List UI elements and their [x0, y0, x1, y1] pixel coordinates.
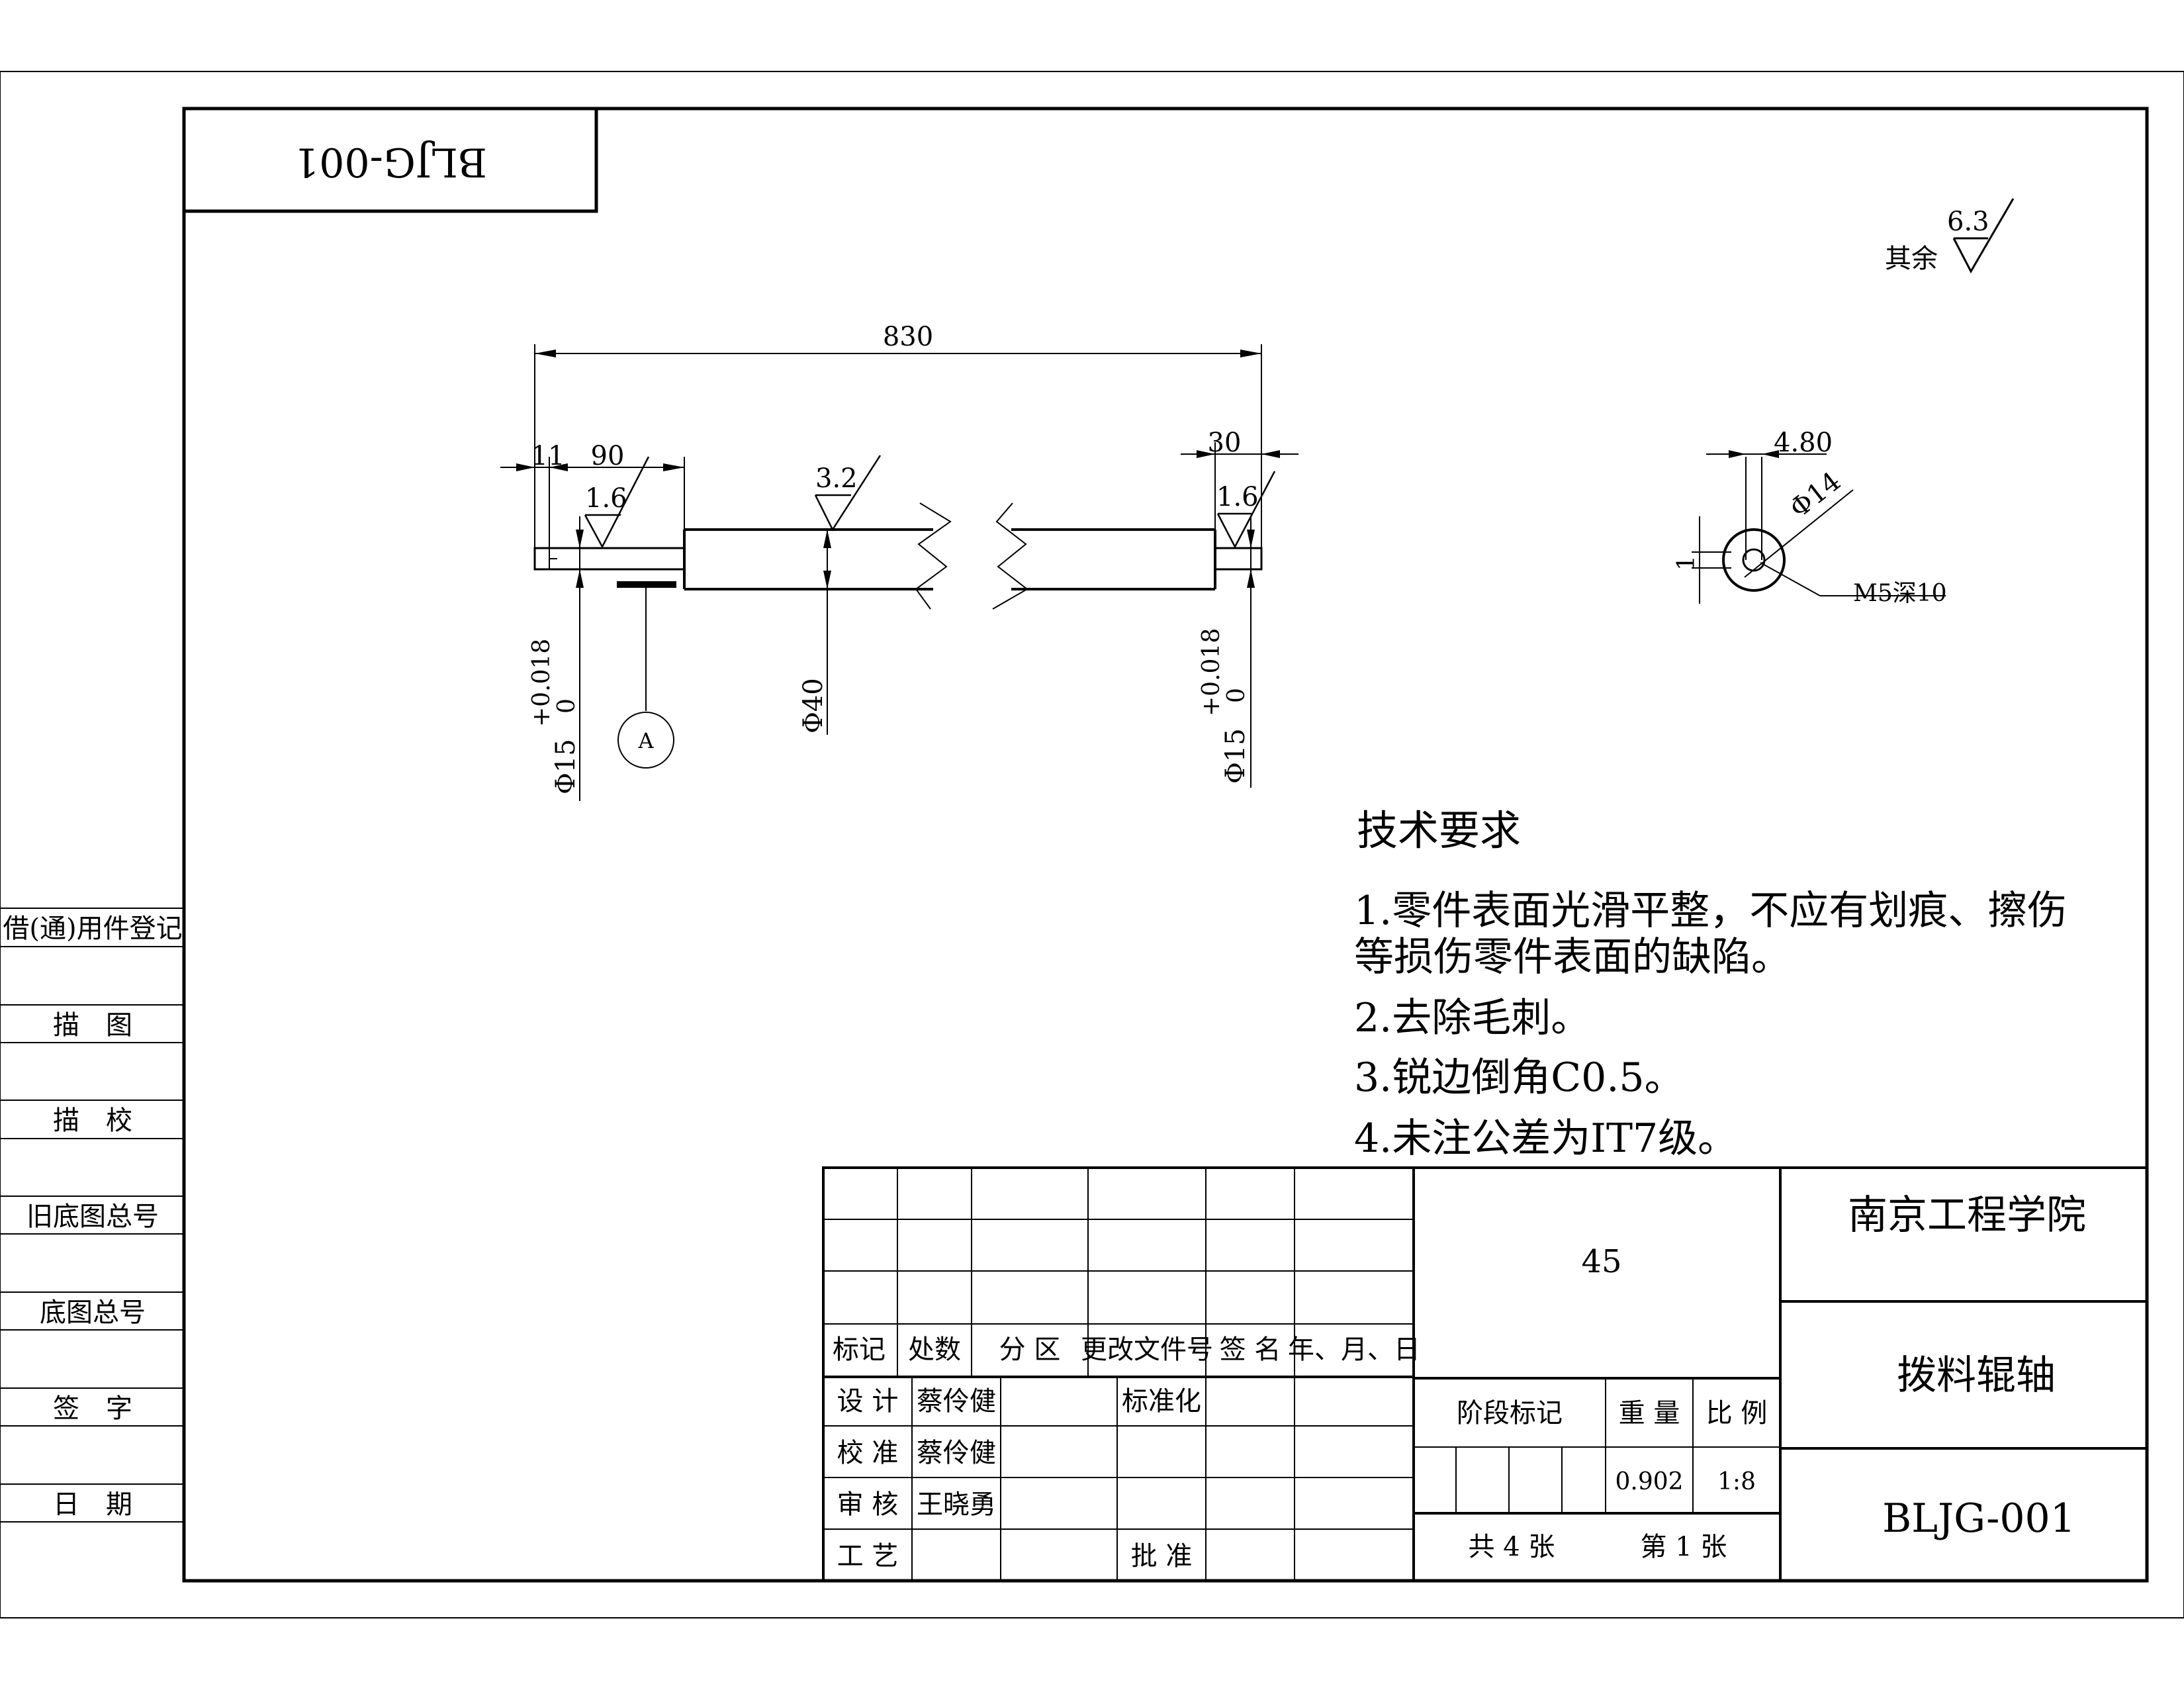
- tech-item-2: 2.去除毛刺。: [1354, 995, 1590, 1041]
- stage-mark-label: 阶段标记: [1457, 1398, 1563, 1429]
- part-name: 拨料辊轴: [1897, 1352, 2056, 1399]
- roughness-right: 1.6: [1216, 482, 1259, 512]
- tech-item-1b: 等损伤零件表面的缺陷。: [1354, 934, 1791, 980]
- scale-value: 1:8: [1717, 1468, 1756, 1495]
- side-label-borrow: 借(通)用件登记: [3, 914, 182, 944]
- shaft-view: A: [533, 502, 1263, 769]
- role-design: 设 计: [837, 1386, 899, 1417]
- tol-right-lower: 0: [1223, 688, 1250, 703]
- weight-label: 重 量: [1619, 1398, 1680, 1429]
- institution: 南京工程学院: [1848, 1192, 2086, 1239]
- side-column: 借(通)用件登记 描 图 描 校 旧底图总号 底图总号 签 字 日 期: [0, 908, 184, 1523]
- dimensions: 830 11 90 30 1.6 3.2 1.6 Φ15 +0.018 0: [500, 322, 1298, 801]
- dim-830: 830: [883, 322, 933, 352]
- scale-label: 比 例: [1706, 1398, 1768, 1429]
- title-block: 标记 处数 分 区 更改文件号 签 名 年、月、日 设 计 蔡伶健 标准化 校 …: [822, 1166, 2148, 1582]
- tech-item-1: 1.零件表面光滑平整，不应有划痕、擦伤: [1354, 888, 2067, 934]
- dim-11: 11: [531, 441, 565, 471]
- tech-title: 技术要求: [1357, 806, 1521, 855]
- side-label-trace-check: 描 校: [53, 1105, 132, 1136]
- rev-header-sign: 签 名: [1220, 1335, 1281, 1365]
- tol-left-lower: 0: [553, 698, 580, 714]
- tol-left-upper: +0.018: [528, 639, 555, 727]
- tech-item-4: 4.未注公差为IT7级。: [1354, 1115, 1737, 1162]
- sheets-total: 共 4 张: [1469, 1532, 1555, 1562]
- rev-header-count: 处数: [908, 1335, 961, 1365]
- end-view-diameter: Φ14: [1784, 466, 1846, 524]
- rev-header-doc: 更改文件号: [1081, 1335, 1213, 1365]
- side-label-base-no: 底图总号: [40, 1297, 146, 1328]
- role-approve: 批 准: [1131, 1541, 1193, 1571]
- role-review-name: 王晓勇: [917, 1489, 996, 1520]
- general-roughness-value: 6.3: [1947, 207, 1989, 237]
- role-process: 工 艺: [837, 1541, 899, 1571]
- outer-border: [0, 71, 2184, 1618]
- dim-dia-left: Φ15: [551, 739, 581, 794]
- role-check-name: 蔡伶健: [917, 1438, 996, 1468]
- side-label-trace: 描 图: [53, 1010, 132, 1041]
- rotated-drawing-number-box: BLJG-001: [182, 107, 598, 213]
- sheet-number: 第 1 张: [1641, 1532, 1727, 1562]
- dim-dia-right: Φ15: [1220, 728, 1251, 784]
- material: 45: [1581, 1243, 1621, 1280]
- end-view: 4.80 Φ14 M5深10 1: [1673, 428, 1947, 607]
- tol-right-upper: +0.018: [1198, 628, 1225, 716]
- role-review: 审 核: [837, 1489, 899, 1520]
- side-label-signature: 签 字: [53, 1393, 132, 1424]
- rev-header-mark: 标记: [833, 1335, 886, 1365]
- rotated-drawing-number: BLJG-001: [294, 138, 487, 185]
- roughness-left: 1.6: [585, 483, 627, 514]
- end-view-width: 4.80: [1774, 428, 1833, 458]
- end-view-small: 1: [1673, 555, 1700, 571]
- weight-value: 0.902: [1615, 1468, 1683, 1495]
- role-standardization: 标准化: [1122, 1386, 1201, 1417]
- general-roughness-label: 其余: [1885, 244, 1938, 274]
- side-label-date: 日 期: [53, 1489, 132, 1520]
- end-view-thread: M5深10: [1853, 580, 1947, 607]
- general-roughness-symbol: 其余 6.3: [1885, 198, 2015, 274]
- datum-label: A: [637, 728, 654, 753]
- dim-dia-mid: Φ40: [798, 678, 829, 733]
- dim-30: 30: [1208, 428, 1242, 458]
- role-check: 校 准: [837, 1438, 899, 1468]
- roughness-mid: 3.2: [815, 463, 858, 494]
- tech-item-3: 3.锐边倒角C0.5。: [1354, 1055, 1684, 1101]
- rev-header-zone: 分 区: [999, 1335, 1061, 1365]
- technical-requirements: 技术要求 1.零件表面光滑平整，不应有划痕、擦伤 等损伤零件表面的缺陷。 2.去…: [1354, 806, 2067, 1162]
- dim-90: 90: [591, 441, 625, 471]
- role-design-name: 蔡伶健: [917, 1386, 996, 1417]
- rev-header-date: 年、月、日: [1288, 1335, 1420, 1365]
- drawing-number: BLJG-001: [1882, 1495, 2075, 1542]
- side-label-old-base-no: 旧底图总号: [26, 1201, 159, 1232]
